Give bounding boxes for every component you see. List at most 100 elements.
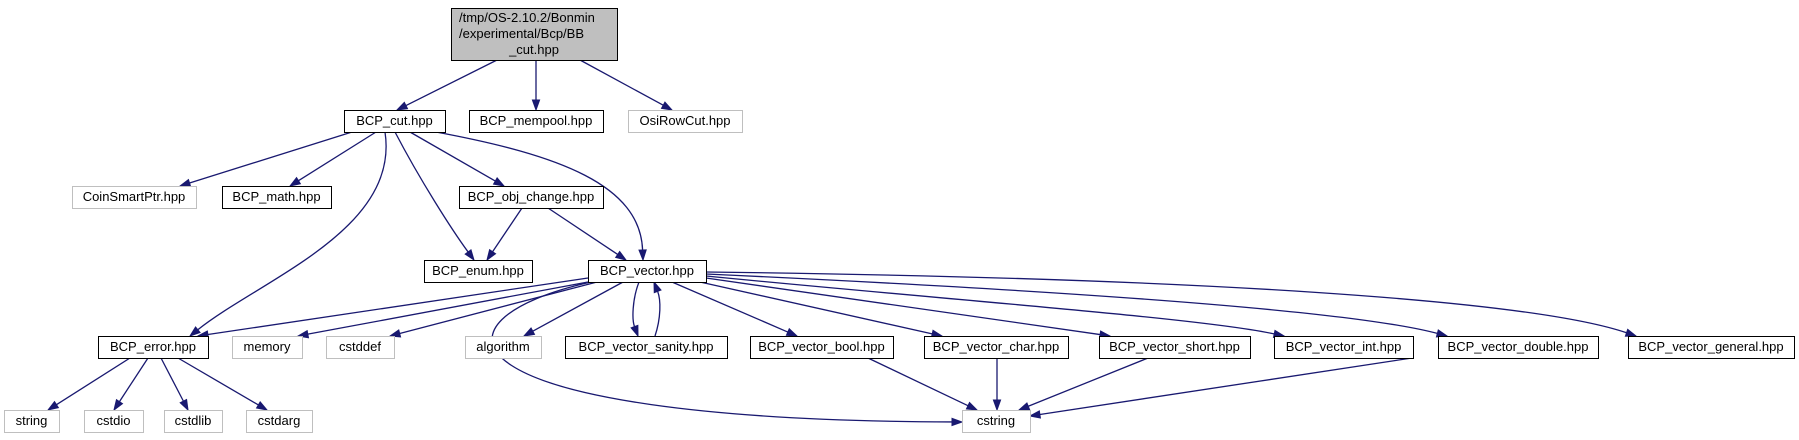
node-label: BCP_vector.hpp <box>600 263 694 278</box>
edge-line <box>705 273 1438 335</box>
arrowhead <box>1017 402 1031 411</box>
node-label: algorithm <box>476 339 529 354</box>
node-label: BCP_vector_double.hpp <box>1448 339 1589 354</box>
node-label: BCP_vector_general.hpp <box>1638 339 1783 354</box>
node-bcp-obj-change[interactable]: BCP_obj_change.hpp <box>459 186 604 209</box>
arrowhead <box>785 327 799 337</box>
arrowhead <box>531 99 541 112</box>
node-box <box>1274 336 1414 359</box>
edge-bcp_vector-to-cstddef <box>388 281 598 338</box>
edge-bcp_error-to-cstdlib <box>160 357 189 412</box>
edge-root-to-bcp_cut <box>395 59 498 111</box>
edge-line <box>405 59 498 107</box>
edge-bcp_vector-to-bcp_vector_bool <box>671 281 799 337</box>
node-bcp-cut[interactable]: BCP_cut.hpp <box>344 110 446 133</box>
node-bcp-error[interactable]: BCP_error.hpp <box>98 336 209 359</box>
edge-line <box>197 131 387 331</box>
node-box <box>1628 336 1795 359</box>
node-bcp-vector-bool[interactable]: BCP_vector_bool.hpp <box>750 336 894 359</box>
node-label: memory <box>244 339 291 354</box>
edge-line <box>705 277 1101 336</box>
arrowhead <box>486 248 497 262</box>
node-root[interactable]: /tmp/OS-2.10.2/Bonmin/experimental/Bcp/B… <box>451 8 618 61</box>
edge-bcp_error-to-string <box>46 357 131 411</box>
node-box <box>1099 336 1251 359</box>
node-box <box>588 260 707 283</box>
node-label: cstdio <box>97 413 131 428</box>
edge-line <box>298 131 377 182</box>
arrowhead <box>255 400 269 411</box>
edge-line <box>532 281 624 332</box>
edge-bcp_vector_sanity-to-bcp_vector <box>653 280 662 337</box>
edge-bcp_obj_change-to-bcp_vector <box>547 207 628 261</box>
edge-bcp_vector-to-cstring <box>491 281 964 427</box>
node-coinsmartptr[interactable]: CoinSmartPtr.hpp <box>72 186 197 209</box>
node-cstddef[interactable]: cstddef <box>326 336 395 359</box>
node-label: _cut.hpp <box>508 42 559 57</box>
node-bcp-vector-char[interactable]: BCP_vector_char.hpp <box>924 336 1069 359</box>
edge-line <box>579 59 664 106</box>
edge-bcp_vector-to-algorithm <box>522 281 624 337</box>
edge-bcp_vector-to-bcp_vector_int <box>705 275 1286 339</box>
node-label: cstddef <box>339 339 381 354</box>
node-cstdlib[interactable]: cstdlib <box>164 410 223 433</box>
node-bcp-vector-int[interactable]: BCP_vector_int.hpp <box>1274 336 1414 359</box>
edge-bcp_cut-to-bcp_enum <box>394 131 475 262</box>
node-bcp-vector-general[interactable]: BCP_vector_general.hpp <box>1628 336 1795 359</box>
edge-line <box>118 357 149 402</box>
edge-line <box>1028 357 1149 407</box>
edge-line <box>491 281 953 423</box>
edge-bcp_cut-to-bcp_math <box>288 131 377 187</box>
arrowhead <box>288 176 302 187</box>
node-box <box>326 336 395 359</box>
edge-line <box>394 131 469 253</box>
arrowhead <box>522 327 536 337</box>
node-string[interactable]: string <box>4 410 60 433</box>
node-bcp-mempool[interactable]: BCP_mempool.hpp <box>469 110 604 133</box>
edge-bcp_vector_double-to-cstring <box>1028 357 1413 419</box>
edge-bcp_error-to-cstdarg <box>177 357 269 411</box>
node-memory[interactable]: memory <box>232 336 303 359</box>
node-label: /tmp/OS-2.10.2/Bonmin <box>459 10 595 25</box>
edge-line <box>867 357 969 407</box>
arrowhead <box>296 329 310 339</box>
node-cstdio[interactable]: cstdio <box>84 410 144 433</box>
node-box <box>232 336 303 359</box>
node-box <box>565 336 728 359</box>
arrowhead <box>630 324 639 338</box>
node-cstring[interactable]: cstring <box>962 410 1031 433</box>
arrowhead <box>179 398 189 412</box>
node-box <box>750 336 894 359</box>
edge-bcp_cut-to-coinsmartptr <box>178 131 353 187</box>
node-box <box>924 336 1069 359</box>
node-box <box>98 336 209 359</box>
node-label: BCP_vector_short.hpp <box>1109 339 1240 354</box>
node-cstdarg[interactable]: cstdarg <box>246 410 313 433</box>
node-label: string <box>16 413 48 428</box>
edge-line <box>177 357 259 406</box>
node-bcp-math[interactable]: BCP_math.hpp <box>222 186 332 209</box>
edges-layer <box>46 59 1638 427</box>
node-osirowcut[interactable]: OsiRowCut.hpp <box>628 110 743 133</box>
node-box <box>1438 336 1599 359</box>
node-bcp-vector-double[interactable]: BCP_vector_double.hpp <box>1438 336 1599 359</box>
node-algorithm[interactable]: algorithm <box>465 336 542 359</box>
node-label: BCP_cut.hpp <box>356 113 433 128</box>
node-label: OsiRowCut.hpp <box>639 113 730 128</box>
edge-line <box>547 207 619 255</box>
node-label: cstdlib <box>175 413 212 428</box>
edge-line <box>705 271 1627 334</box>
edge-bcp_cut-to-bcp_error <box>188 131 387 337</box>
edge-bcp_cut-to-bcp_obj_change <box>409 131 506 187</box>
arrowhead <box>965 401 979 411</box>
node-bcp-vector-short[interactable]: BCP_vector_short.hpp <box>1099 336 1251 359</box>
edge-root-to-osirowcut <box>579 59 674 111</box>
arrowhead <box>614 250 628 261</box>
edge-line <box>699 281 933 335</box>
edge-bcp_error-to-cstdio <box>113 357 149 412</box>
node-bcp-enum[interactable]: BCP_enum.hpp <box>424 260 533 283</box>
edge-line <box>632 281 640 327</box>
edge-line <box>435 131 644 251</box>
node-bcp-vector-sanity[interactable]: BCP_vector_sanity.hpp <box>565 336 728 359</box>
node-bcp-vector[interactable]: BCP_vector.hpp <box>588 260 707 283</box>
